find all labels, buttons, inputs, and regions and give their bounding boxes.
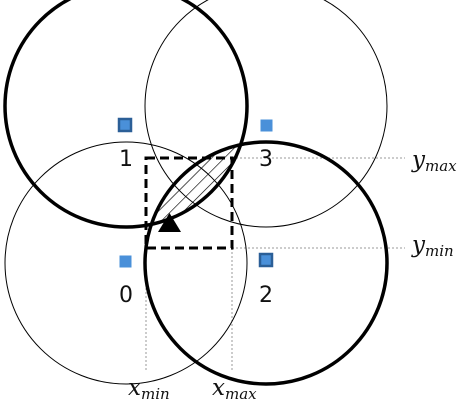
coverage-circle-1 (3, 0, 249, 229)
coverage-circle-3 (144, 0, 388, 228)
square-anchor-icon-0 (119, 255, 132, 268)
square-anchor-icon-2 (258, 252, 274, 268)
square-anchor-icon-1 (117, 117, 133, 133)
x-max-label: xmax (212, 375, 257, 403)
node-label-2: 2 (259, 283, 273, 308)
coverage-circle-0 (4, 141, 248, 385)
coverage-circle-2 (143, 140, 389, 386)
node-label-0: 0 (119, 283, 133, 308)
square-anchor-icon-3 (260, 119, 273, 132)
bounding-box (144, 156, 234, 250)
x-min-label: xmin (128, 375, 170, 403)
node-label-1: 1 (119, 147, 133, 172)
y-max-label: ymax (411, 147, 457, 175)
triangle-target-icon (158, 213, 181, 232)
node-label-3: 3 (259, 147, 273, 172)
y-min-label: ymin (411, 232, 454, 260)
